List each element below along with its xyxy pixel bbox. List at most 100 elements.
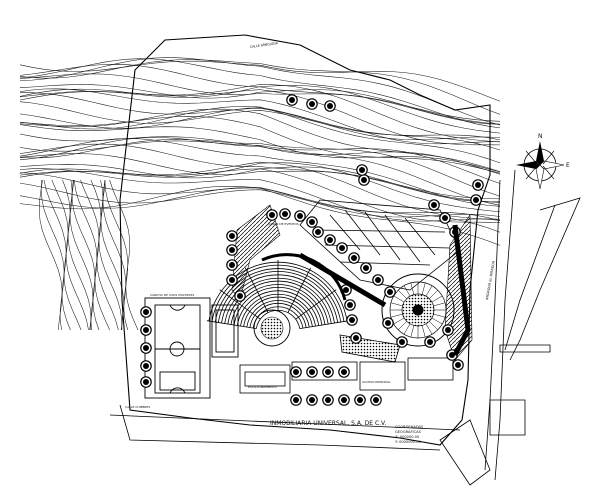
compass-rose: N E bbox=[516, 133, 570, 190]
road-top-label: CALLE ARBOLEDA bbox=[250, 41, 279, 49]
plaza-ray bbox=[410, 282, 415, 295]
seating-aisle bbox=[206, 320, 257, 329]
main-walkway bbox=[261, 224, 471, 357]
contour-line bbox=[19, 143, 500, 203]
tree-symbol bbox=[140, 306, 152, 318]
tree-symbol bbox=[428, 199, 440, 211]
tree-symbols bbox=[140, 94, 484, 406]
site-boundary bbox=[119, 34, 491, 446]
tree-symbol bbox=[322, 366, 334, 378]
tree-symbol bbox=[350, 332, 362, 344]
stamp-line: COORDENADAS bbox=[395, 425, 424, 429]
plaza-ray bbox=[410, 325, 415, 338]
tree-symbol bbox=[322, 394, 334, 406]
topographic-contours bbox=[19, 57, 501, 331]
seating-aisle bbox=[299, 320, 350, 329]
seating-aisle bbox=[295, 289, 337, 320]
tree-symbol bbox=[336, 242, 348, 254]
tree-symbol bbox=[358, 174, 370, 186]
contour-line bbox=[19, 124, 501, 173]
tree-symbol bbox=[140, 324, 152, 336]
stamp-line: Y: 0000000.00 bbox=[395, 440, 422, 444]
contour-line bbox=[19, 153, 501, 200]
tree-symbol bbox=[312, 226, 324, 238]
zone-access-label: ACCESO PRINCIPAL bbox=[362, 380, 391, 384]
contour-line bbox=[19, 64, 501, 125]
tree-symbol bbox=[140, 360, 152, 372]
street-bottom-label: CALLE CUMBRES bbox=[125, 405, 150, 409]
contour-line bbox=[19, 161, 501, 221]
tree-symbol bbox=[348, 252, 360, 264]
contour-line bbox=[104, 179, 128, 331]
tree-symbol bbox=[279, 208, 291, 220]
contour-line bbox=[71, 179, 96, 331]
contour-line bbox=[98, 179, 122, 330]
contour-line bbox=[19, 73, 501, 122]
plaza-ray bbox=[421, 282, 426, 295]
tree-symbol bbox=[226, 274, 238, 286]
contour-line bbox=[20, 92, 501, 140]
stamp-line: X: 000000.00 bbox=[395, 435, 420, 439]
tree-symbol bbox=[338, 366, 350, 378]
right-road bbox=[439, 169, 581, 486]
tree-symbol bbox=[346, 314, 358, 326]
tree-symbol bbox=[382, 317, 394, 329]
plaza-ray bbox=[393, 317, 405, 325]
seating-aisle bbox=[244, 267, 269, 313]
contour-line bbox=[69, 179, 94, 331]
amphitheater bbox=[206, 260, 350, 329]
tree-symbol bbox=[226, 259, 238, 271]
tree-symbol bbox=[266, 209, 278, 221]
plaza-ray bbox=[390, 313, 403, 318]
tree-symbol bbox=[424, 336, 436, 348]
tree-symbol bbox=[470, 194, 482, 206]
zone-plaza-label: JARDIN DE EVENTOS bbox=[267, 222, 299, 226]
contour-line bbox=[19, 107, 501, 151]
contour-line bbox=[80, 179, 110, 331]
contour-line bbox=[19, 138, 501, 207]
plaza-ray bbox=[403, 323, 411, 335]
plaza-ray bbox=[421, 325, 426, 338]
tree-symbol bbox=[226, 244, 238, 256]
tree-symbol bbox=[439, 212, 451, 224]
plaza-ray bbox=[398, 290, 407, 299]
contour-line bbox=[19, 140, 501, 184]
contour-line bbox=[38, 179, 63, 331]
contour-line bbox=[19, 116, 501, 174]
tree-symbol bbox=[324, 234, 336, 246]
contour-line bbox=[19, 139, 501, 197]
tree-symbol bbox=[306, 98, 318, 110]
plaza-ray bbox=[390, 302, 403, 307]
tree-symbol bbox=[234, 290, 246, 302]
owner-label: INMOBILIARIA UNIVERSAL, S.A. DE C.V. bbox=[270, 420, 386, 427]
tree-symbol bbox=[290, 366, 302, 378]
tree-symbol bbox=[140, 376, 152, 388]
contour-line bbox=[19, 182, 501, 221]
contour-line bbox=[73, 179, 100, 331]
tree-symbol bbox=[306, 366, 318, 378]
contour-line bbox=[19, 88, 501, 145]
bottom-boundary bbox=[109, 404, 461, 451]
compass-east-label: E bbox=[566, 162, 570, 169]
plaza-ray bbox=[398, 321, 407, 330]
stamp-line: GEOGRAFICAS bbox=[395, 430, 422, 434]
tree-symbol bbox=[372, 274, 384, 286]
tree-symbol bbox=[356, 164, 368, 176]
plaza-rays bbox=[390, 282, 446, 338]
compass-north-label: N bbox=[538, 133, 543, 140]
tree-symbol bbox=[442, 324, 454, 336]
tree-symbol bbox=[290, 394, 302, 406]
contour-line bbox=[19, 88, 501, 146]
contour-line bbox=[90, 179, 119, 331]
tree-symbol bbox=[294, 210, 306, 222]
contour-line bbox=[19, 108, 501, 172]
circular-plaza bbox=[381, 273, 455, 347]
plaza-ray bbox=[433, 302, 446, 307]
contour-line bbox=[19, 168, 501, 223]
plaza-ray bbox=[429, 290, 438, 299]
tree-symbol bbox=[452, 359, 464, 371]
contour-line bbox=[109, 179, 139, 331]
tree-symbol bbox=[344, 299, 356, 311]
plaza-ray bbox=[429, 321, 438, 330]
